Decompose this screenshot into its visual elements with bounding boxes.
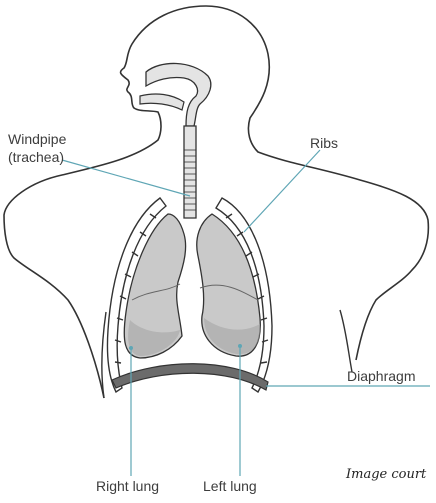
diaphragm xyxy=(112,364,268,390)
trachea-label: (trachea) xyxy=(8,149,64,166)
windpipe-label: Windpipe xyxy=(8,131,66,148)
arm-line-left xyxy=(102,312,106,398)
leader-windpipe xyxy=(62,160,190,196)
ribs-label: Ribs xyxy=(310,135,338,152)
left-lung-label: Left lung xyxy=(203,478,257,495)
image-credit: Image court xyxy=(346,466,426,483)
right-lung-label: Right lung xyxy=(96,478,159,495)
diaphragm-label: Diaphragm xyxy=(347,368,415,385)
arm-line-right xyxy=(340,310,352,372)
leader-ribs xyxy=(244,150,320,232)
mouth-airway xyxy=(140,94,184,110)
